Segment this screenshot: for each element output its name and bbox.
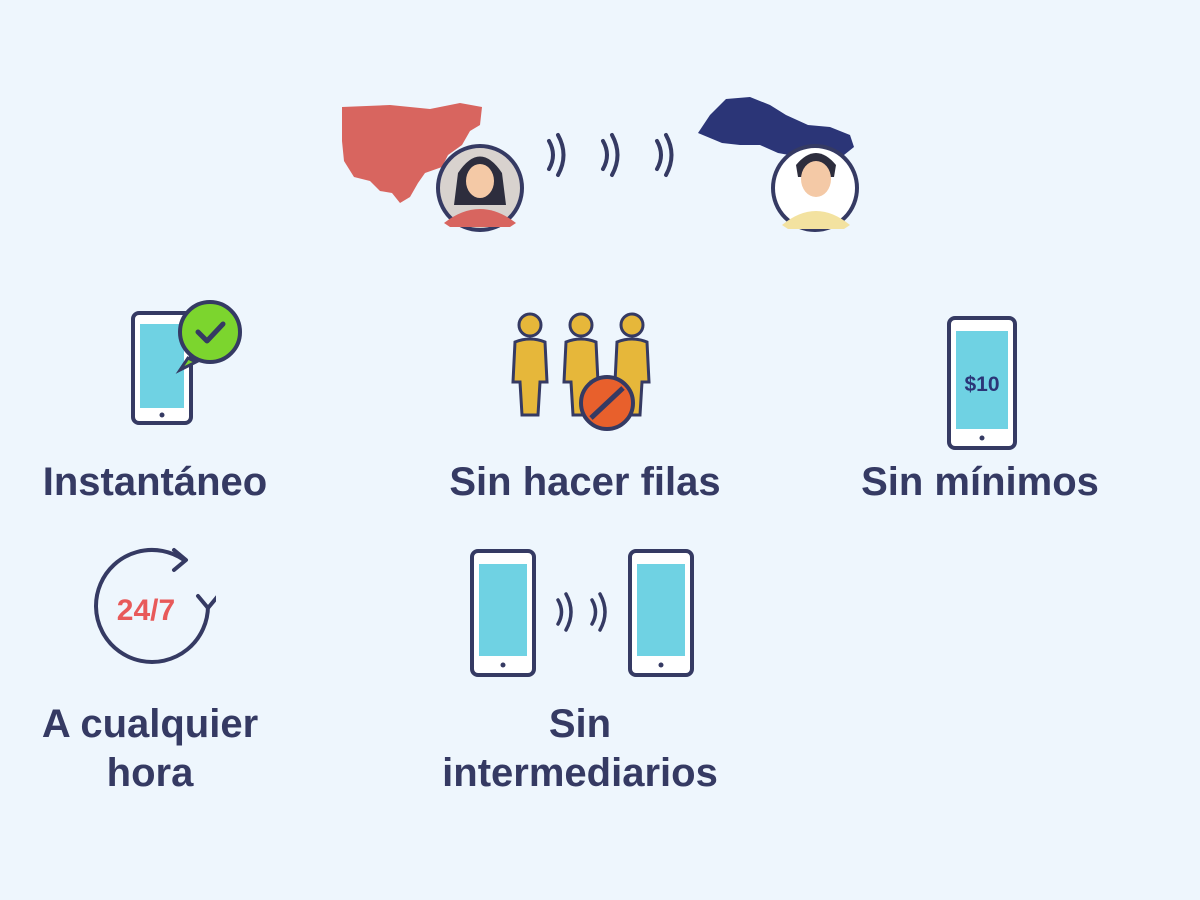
no-queue-people-icon [505, 310, 665, 440]
phone-to-phone-icon [468, 548, 698, 680]
clock-24-7-icon: 24/7 [88, 542, 216, 670]
amount-text: $10 [964, 373, 999, 396]
phone-amount-icon: $10 [945, 315, 1021, 453]
feature-label-instantaneous: Instantáneo [42, 460, 268, 504]
el-salvador-map [698, 97, 854, 157]
feature-label-no-intermediaries: Sin intermediarios [410, 700, 750, 798]
feature-label-no-queues: Sin hacer filas [449, 460, 721, 504]
phone-checkmark-icon [128, 298, 248, 428]
transfer-illustration [330, 85, 870, 245]
feature-label-no-intermediaries-line2: intermediarios [442, 750, 718, 795]
no-sign-icon [579, 375, 635, 431]
clock-badge-text: 24/7 [117, 594, 175, 627]
feature-label-any-time-line1: A cualquier [41, 702, 259, 746]
feature-label-any-time-line2: hora [106, 750, 194, 795]
signal-waves-icon [547, 133, 674, 177]
feature-label-any-time: A cualquier hora [15, 700, 285, 798]
feature-label-no-intermediaries-line1: Sin [548, 702, 612, 746]
woman-avatar [436, 144, 524, 232]
feature-label-no-minimums: Sin mínimos [861, 460, 1099, 504]
usa-map [342, 103, 482, 203]
man-avatar [771, 144, 859, 232]
